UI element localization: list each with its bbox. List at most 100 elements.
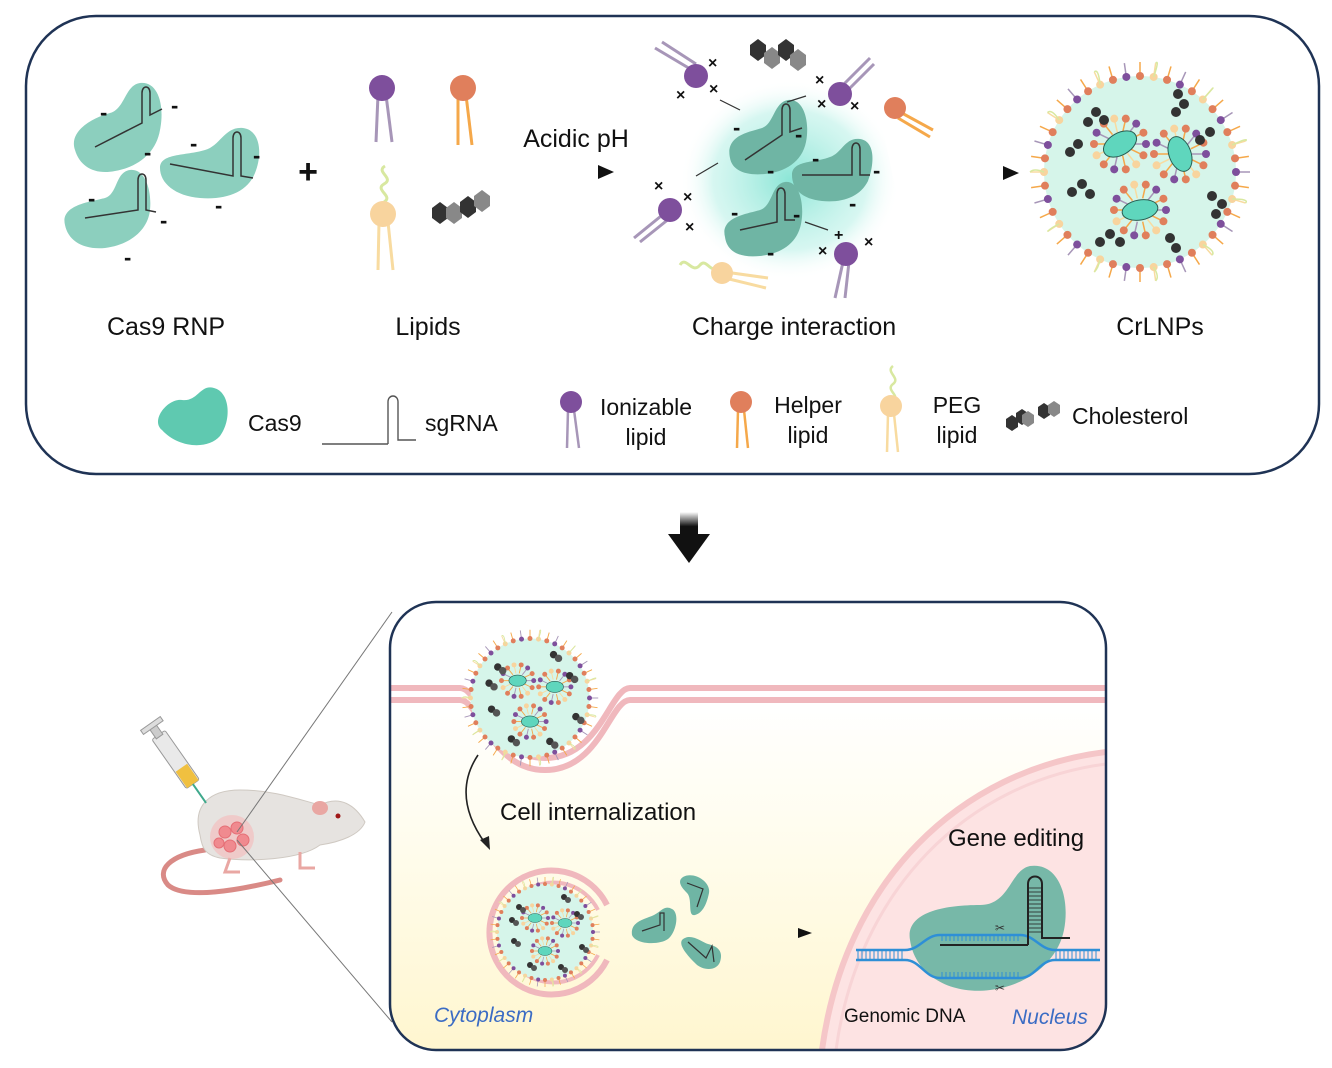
gene-editing-label: Gene editing [948, 825, 1084, 852]
legend-label-ionizable: Ionizable [600, 394, 692, 420]
sgrna-rungs [1028, 887, 1042, 933]
plus-sign: + [298, 153, 318, 191]
legend-item-cholesterol: Cholesterol [1006, 401, 1188, 431]
cas9-legend-icon [158, 387, 228, 446]
sgrna-legend-icon [322, 395, 416, 445]
cas9-rnp-icon [631, 907, 677, 944]
ionizable-lipid-icon [833, 242, 858, 299]
tumor-icon [213, 821, 250, 853]
charge-minus: - [733, 115, 740, 140]
step-label-crlnps: CrLNPs [1116, 313, 1204, 341]
mouse-ear [312, 801, 328, 815]
svg-text:×: × [708, 55, 717, 72]
dna-base-pairs [857, 935, 1097, 978]
nuclear-envelope-inner [834, 762, 1106, 1050]
genomic-dna-label: Genomic DNA [844, 1006, 966, 1027]
mouse-eye [335, 813, 341, 819]
svg-text:×: × [685, 219, 694, 236]
legend-item-ionizable-lipid: Ionizable lipid [560, 391, 692, 450]
legend-item-peg-lipid: PEG lipid [880, 365, 982, 453]
cas9-rnp-icon [792, 138, 873, 202]
legend: Cas9 sgRNA Ionizable lipid Helpe [158, 365, 1188, 453]
svg-text:✂: ✂ [995, 981, 1005, 995]
legend-item-cas9: Cas9 [158, 387, 302, 446]
genomic-dna [856, 933, 1100, 980]
legend-label-cas9: Cas9 [248, 410, 302, 436]
charge-minus: - [873, 158, 880, 183]
ionizable-lipid-legend-icon [560, 391, 582, 449]
legend-label-cholesterol: Cholesterol [1072, 403, 1188, 429]
released-cas9-group [631, 875, 722, 969]
svg-text:×: × [815, 72, 824, 89]
peg-lipid-icon [370, 164, 396, 271]
charge-minus: - [767, 158, 774, 183]
step-label-charge-interaction: Charge interaction [692, 313, 896, 341]
peg-lipid-legend-icon [880, 365, 902, 453]
ionizable-lipid-icon [633, 198, 682, 244]
charge-minus: - [767, 240, 774, 265]
svg-text:×: × [709, 81, 718, 98]
mouse-tail [160, 847, 283, 896]
acidic-ph-label: Acidic pH [523, 125, 629, 153]
mouse-feet [222, 852, 315, 874]
top-panel-border [24, 14, 1321, 476]
cytoplasm-label: Cytoplasm [434, 1004, 533, 1027]
svg-text:✂: ✂ [995, 921, 1005, 935]
charge-minus: - [144, 140, 151, 165]
svg-text:×: × [850, 98, 859, 115]
cas9-rnp-icon [73, 82, 163, 173]
charge-minus: - [171, 93, 178, 118]
svg-text:×: × [676, 87, 685, 104]
cas9-rnp-icon [680, 875, 710, 916]
acidic-ph-arrow [535, 165, 614, 179]
cas9-protein [909, 865, 1066, 991]
helper-lipid-icon [884, 97, 934, 139]
charge-minus: - [190, 131, 197, 156]
syringe-icon [139, 715, 207, 804]
legend-item-sgrna: sgRNA [322, 395, 499, 445]
nucleus-label: Nucleus [1012, 1006, 1088, 1029]
charge-minus: - [731, 200, 738, 225]
step-label-lipids: Lipids [395, 313, 460, 341]
interaction-arrows [695, 95, 829, 231]
legend-label-peg: PEG [933, 392, 982, 418]
helper-lipid-icon [450, 75, 476, 146]
legend-label-peg-2: lipid [937, 422, 978, 448]
positive-charges: ××× ××× ××× ×+× [654, 55, 873, 260]
formation-arrow [940, 166, 1019, 180]
charge-minus: - [849, 191, 856, 216]
cell-internalization-label: Cell internalization [500, 799, 696, 826]
charge-minus: - [253, 143, 260, 168]
ionizable-lipid-icon [828, 56, 876, 106]
charge-minus: - [124, 245, 131, 270]
legend-item-helper-lipid: Helper lipid [730, 391, 842, 449]
charge-minus: - [812, 146, 819, 171]
cholesterol-legend-icon [1006, 401, 1060, 431]
scissors-icon: ✂ ✂ [995, 921, 1005, 995]
nuclear-envelope [819, 749, 1106, 1050]
zoom-line [236, 839, 393, 1023]
legend-label-ionizable-2: lipid [626, 424, 667, 450]
legend-label-sgrna: sgRNA [425, 410, 499, 436]
cas9-rnp-icon [681, 936, 722, 969]
ionizable-lipid-icon [369, 75, 395, 143]
cas9-rnp-icon [64, 169, 157, 249]
lipids-group [369, 75, 490, 271]
mouse-illustration [139, 611, 393, 1023]
cas9-rnp-icon [724, 181, 803, 257]
charge-minus: - [795, 122, 802, 147]
legend-label-helper: Helper [774, 392, 842, 418]
svg-text:×: × [818, 243, 827, 260]
cas9-rnp-icon [160, 127, 260, 199]
cas9-rnp-icon [729, 99, 808, 175]
charge-interaction-group: - - - - - - - - - [633, 39, 934, 299]
charge-minus: - [100, 100, 107, 125]
down-arrow [668, 512, 710, 563]
svg-text:+: + [834, 227, 843, 244]
step-label-cas9-rnp: Cas9 RNP [107, 313, 225, 341]
svg-text:×: × [654, 178, 663, 195]
crlnp-particle [1029, 61, 1250, 282]
nucleus-region [822, 752, 1106, 1050]
svg-text:×: × [817, 96, 826, 113]
